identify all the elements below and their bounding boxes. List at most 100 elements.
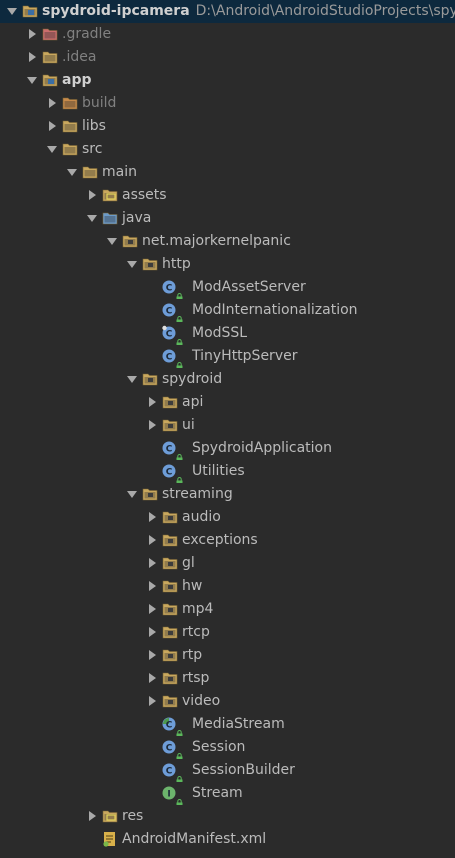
tree-node-src[interactable]: src <box>0 138 455 161</box>
svg-text:C: C <box>166 307 173 317</box>
tree-node-ui[interactable]: ui <box>0 414 455 437</box>
tree-node-http[interactable]: http <box>0 253 455 276</box>
tree-node-label: streaming <box>162 486 233 502</box>
tree-node-label: audio <box>182 509 221 525</box>
tree-node-session[interactable]: C Session <box>0 736 455 759</box>
tree-node-hw[interactable]: hw <box>0 575 455 598</box>
tree-node-exceptions[interactable]: exceptions <box>0 529 455 552</box>
tree-node-res[interactable]: res <box>0 805 455 828</box>
tree-node-spydroid[interactable]: spydroid <box>0 368 455 391</box>
package-icon <box>162 552 180 575</box>
collapse-arrow-icon[interactable] <box>146 575 158 598</box>
tree-node-streaming[interactable]: streaming <box>0 483 455 506</box>
tree-node-label: Session <box>192 739 246 755</box>
expand-arrow-icon[interactable] <box>6 0 18 23</box>
tree-node-main[interactable]: main <box>0 161 455 184</box>
tree-node-label: ModInternationalization <box>192 302 358 318</box>
svg-text:C: C <box>166 445 173 455</box>
lock-icon <box>176 286 183 299</box>
tree-node-java[interactable]: java <box>0 207 455 230</box>
tree-node-rtcp[interactable]: rtcp <box>0 621 455 644</box>
package-icon <box>162 391 180 414</box>
tree-node-gl[interactable]: gl <box>0 552 455 575</box>
collapse-arrow-icon[interactable] <box>26 23 38 46</box>
collapse-arrow-icon[interactable] <box>46 92 58 115</box>
svg-text:C: C <box>166 744 173 754</box>
collapse-arrow-icon[interactable] <box>146 667 158 690</box>
tree-node-net-majorkernelpanic[interactable]: net.majorkernelpanic <box>0 230 455 253</box>
tree-node-api[interactable]: api <box>0 391 455 414</box>
class-icon: C <box>162 299 180 322</box>
expand-arrow-icon[interactable] <box>86 207 98 230</box>
collapse-arrow-icon[interactable] <box>146 529 158 552</box>
class-icon: C <box>162 322 180 345</box>
expand-arrow-icon[interactable] <box>66 161 78 184</box>
collapse-arrow-icon[interactable] <box>26 46 38 69</box>
excluded-folder-icon <box>42 23 60 46</box>
tree-node-app[interactable]: app <box>0 69 455 92</box>
tree-node-label: .gradle <box>62 26 112 42</box>
tree-node-androidmanifest[interactable]: AndroidManifest.xml <box>0 828 455 851</box>
svg-text:C: C <box>166 767 173 777</box>
lock-icon <box>176 470 183 483</box>
collapse-arrow-icon[interactable] <box>46 115 58 138</box>
class-icon: C <box>162 736 180 759</box>
expand-arrow-icon[interactable] <box>126 253 138 276</box>
expand-arrow-icon[interactable] <box>126 368 138 391</box>
collapse-arrow-icon[interactable] <box>146 644 158 667</box>
tree-node-label: net.majorkernelpanic <box>142 233 291 249</box>
tree-node-label: TinyHttpServer <box>192 348 298 364</box>
tree-node-mp4[interactable]: mp4 <box>0 598 455 621</box>
collapse-arrow-icon[interactable] <box>146 552 158 575</box>
tree-node-label: gl <box>182 555 195 571</box>
expand-arrow-icon[interactable] <box>26 69 38 92</box>
tree-node-rtsp[interactable]: rtsp <box>0 667 455 690</box>
collapse-arrow-icon[interactable] <box>146 506 158 529</box>
collapse-arrow-icon[interactable] <box>146 690 158 713</box>
resource-folder-icon <box>102 184 120 207</box>
tree-node-audio[interactable]: audio <box>0 506 455 529</box>
tree-node-build[interactable]: build <box>0 92 455 115</box>
expand-arrow-icon[interactable] <box>126 483 138 506</box>
collapse-arrow-icon[interactable] <box>86 184 98 207</box>
resource-folder-icon <box>102 805 120 828</box>
collapse-arrow-icon[interactable] <box>146 598 158 621</box>
tree-node-label: Stream <box>192 785 243 801</box>
tree-node-video[interactable]: video <box>0 690 455 713</box>
collapse-arrow-icon[interactable] <box>146 414 158 437</box>
module-folder-icon <box>42 69 60 92</box>
expand-arrow-icon[interactable] <box>46 138 58 161</box>
tree-node-libs[interactable]: libs <box>0 115 455 138</box>
tree-node-gradle[interactable]: .gradle <box>0 23 455 46</box>
package-icon <box>122 230 140 253</box>
lock-icon <box>176 332 183 345</box>
interface-icon: I <box>162 782 180 805</box>
lock-icon <box>176 769 183 782</box>
tree-node-label: ui <box>182 417 195 433</box>
tree-node-stream[interactable]: I Stream <box>0 782 455 805</box>
collapse-arrow-icon[interactable] <box>86 805 98 828</box>
package-icon <box>142 368 160 391</box>
tree-node-label: src <box>82 141 103 157</box>
svg-text:C: C <box>166 721 173 731</box>
tree-node-label: AndroidManifest.xml <box>122 831 267 847</box>
tree-node-label: http <box>162 256 191 272</box>
tree-node-rtp[interactable]: rtp <box>0 644 455 667</box>
tree-node-modinternationalization[interactable]: C ModInternationalization <box>0 299 455 322</box>
abstract-class-icon: C <box>162 713 180 736</box>
collapse-arrow-icon[interactable] <box>146 621 158 644</box>
tree-node-label: .idea <box>62 49 97 65</box>
tree-node-assets[interactable]: assets <box>0 184 455 207</box>
collapse-arrow-icon[interactable] <box>146 391 158 414</box>
tree-node-idea[interactable]: .idea <box>0 46 455 69</box>
expand-arrow-icon[interactable] <box>106 230 118 253</box>
